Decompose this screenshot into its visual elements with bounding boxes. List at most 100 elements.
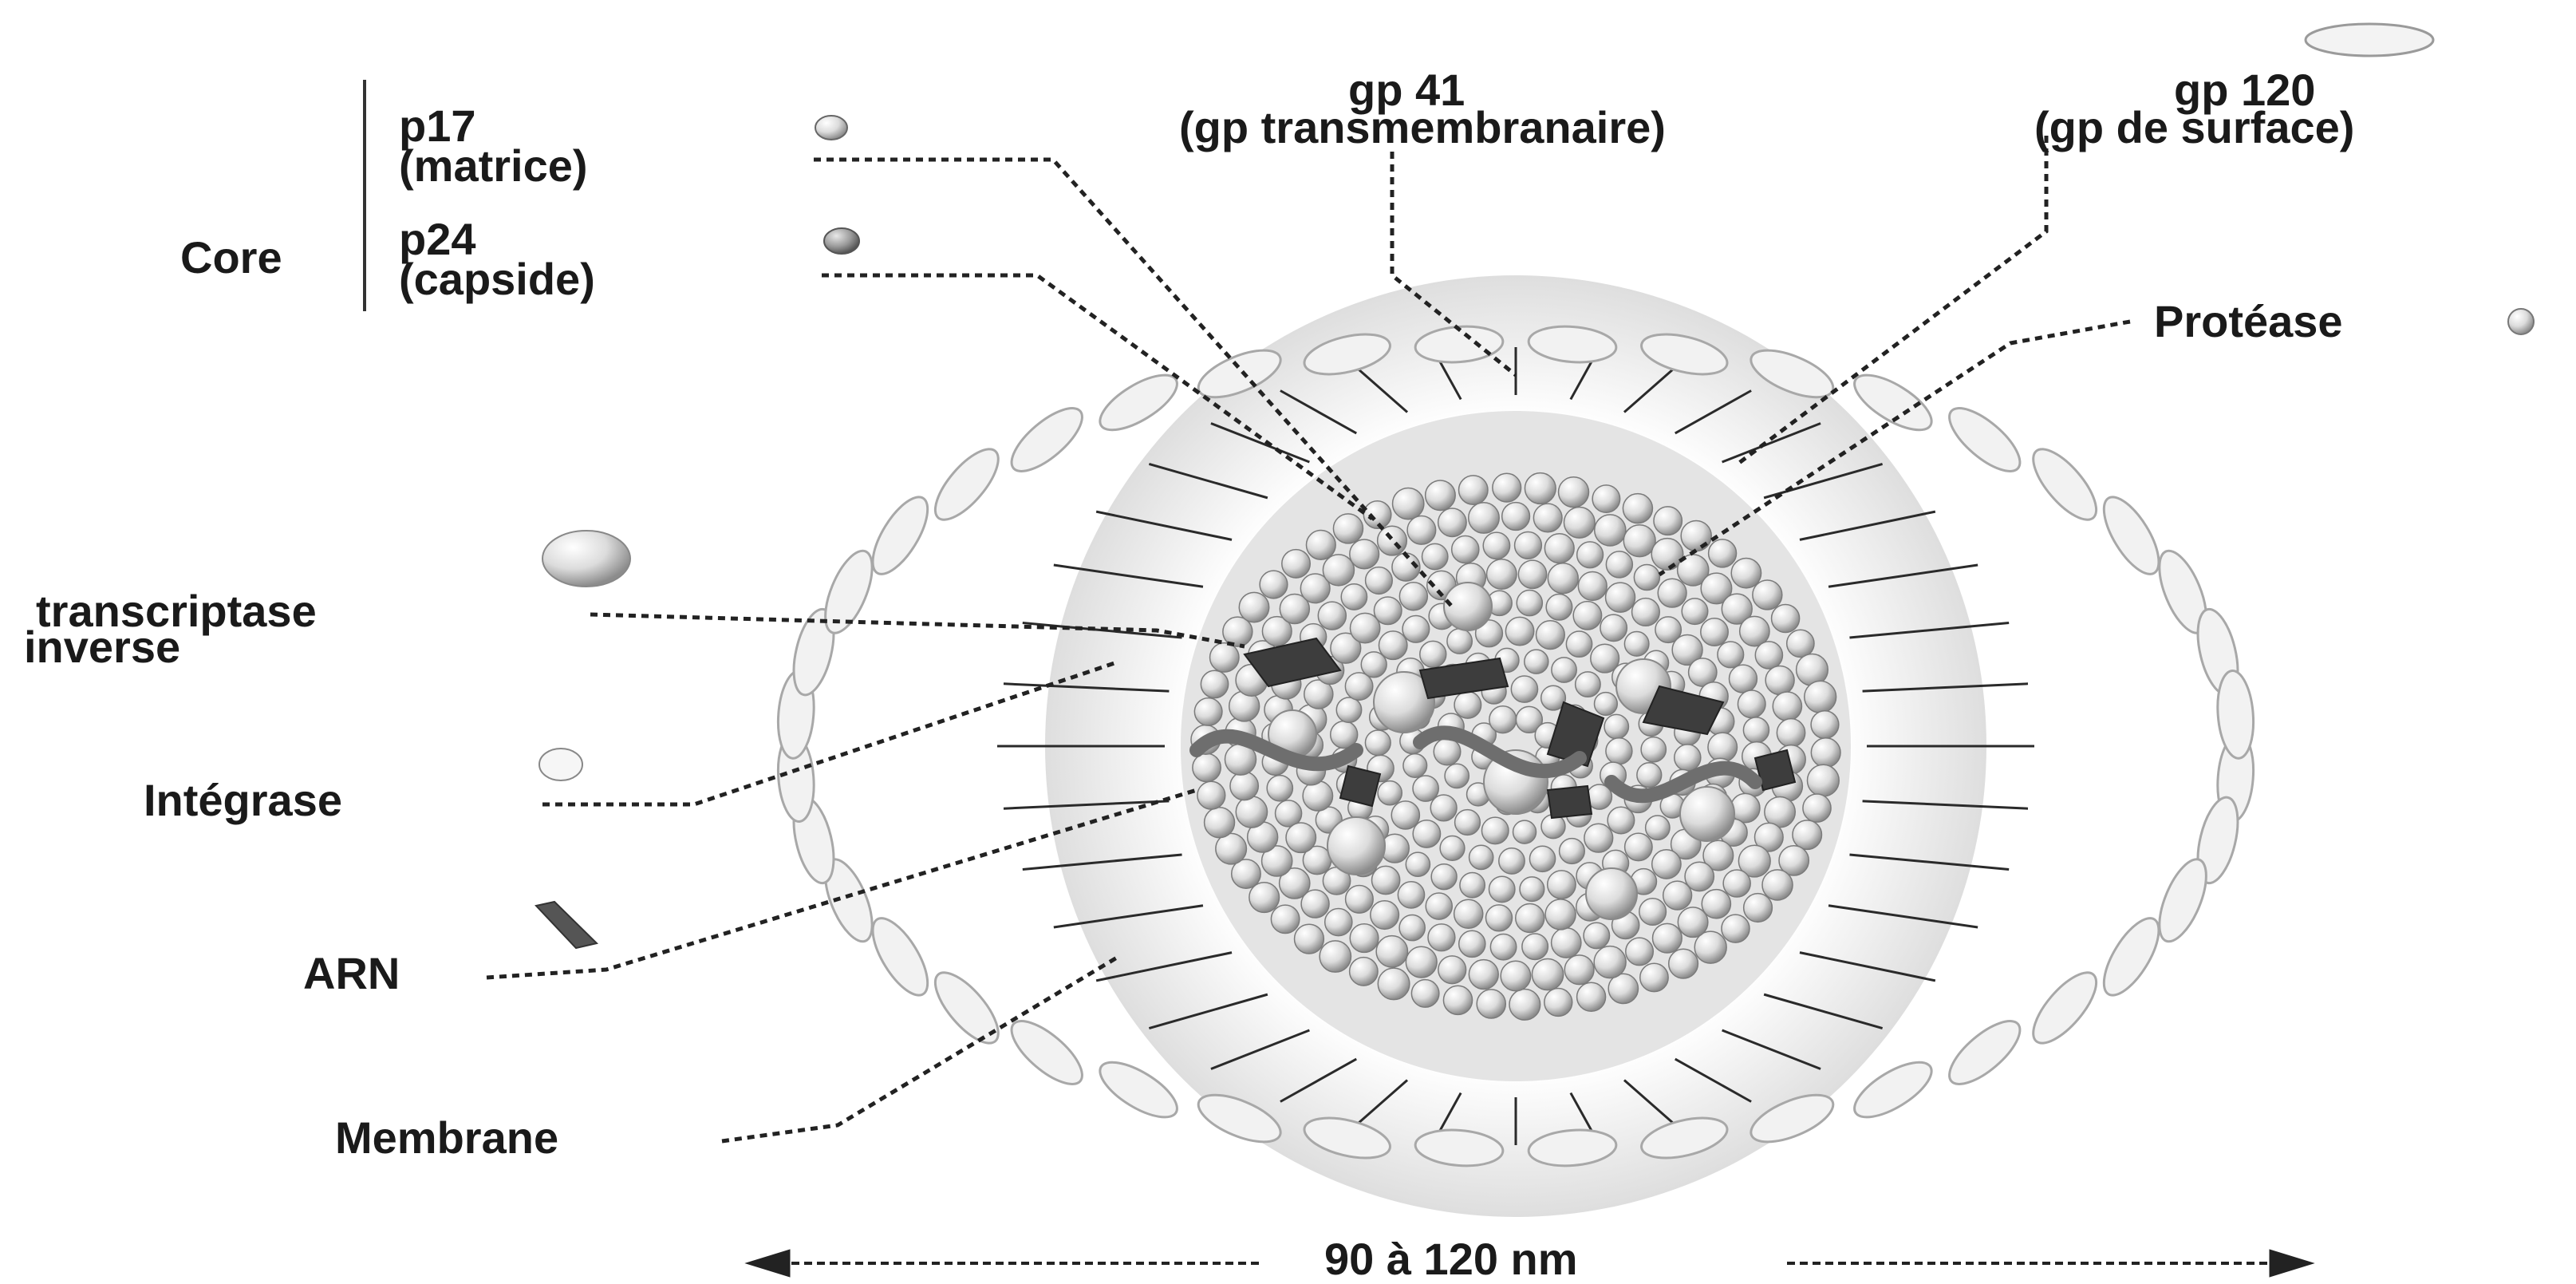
capsid-sphere [1584,824,1613,852]
capsid-sphere [1623,525,1655,557]
capsid-sphere [1363,501,1391,528]
capsid-sphere [1592,485,1619,512]
capsid-sphere [1522,934,1548,959]
capsid-sphere [1678,907,1708,938]
capsid-sphere [1626,938,1654,966]
capsid-sphere [1239,592,1268,622]
capsid-sphere [1584,923,1609,948]
capsid-sphere [1723,870,1750,897]
capsid-sphere [1490,934,1516,959]
transcriptase-icon [542,531,630,587]
capsid-sphere [1516,904,1544,933]
gp120-desc-label: (gp de surface) [2034,105,2354,150]
gp41-desc-label: (gp transmembranaire) [1179,105,1666,150]
capsid-sphere [1533,504,1562,532]
protease-label: Protéase [2154,299,2343,344]
capsid-sphere [1378,526,1407,555]
capsid-sphere [1560,839,1585,864]
capsid-sphere [1702,890,1730,919]
capsid-sphere [1632,599,1660,626]
capsid-sphere [1194,698,1222,726]
capsid-sphere [1481,817,1509,844]
integrase-icon [539,749,582,780]
capsid-sphere [1773,692,1801,721]
capsid-sphere [1267,776,1292,801]
capsid-sphere [1447,629,1472,654]
capsid-sphere [1365,730,1391,756]
capsid-sphere [1459,930,1485,957]
gp120-oval [2093,489,2169,583]
capsid-sphere [1422,543,1448,569]
capsid-sphere [1440,836,1465,860]
capsid-sphere [1772,604,1800,632]
capsid-sphere [1743,717,1769,743]
capsid-sphere [1805,681,1836,713]
capsid-sphere [1513,820,1537,843]
capsid-sphere [1606,583,1635,612]
capsid-sphere [1509,990,1540,1021]
dark-protein [1340,766,1380,806]
capsid-sphere [1336,697,1361,722]
capsid-sphere [1511,676,1537,702]
capsid-sphere [1525,473,1556,504]
capsid-sphere [1577,542,1604,568]
capsid-sphere [1573,602,1601,630]
matrix-protein-icon [815,116,847,140]
capsid-sphere [1378,781,1402,805]
protease-icon [2508,309,2534,334]
capsid-sphere [1402,615,1430,642]
capsid-sphere [1320,941,1351,972]
capsid-sphere [1669,949,1698,978]
capsid-sphere [1663,881,1692,910]
capsid-sphere [1624,632,1649,657]
capsid-sphere [1323,555,1354,586]
capsid-sphere [1517,591,1542,616]
capsid-sphere [1406,852,1430,876]
capsid-sphere [1460,873,1485,898]
capsid-sphere [1811,738,1840,768]
capsid-sphere [1499,848,1525,874]
capsid-sphere [1411,980,1438,1007]
capsid-sphere [1709,539,1737,567]
capsid-sphere [1681,520,1711,551]
capsid-sphere [1399,915,1425,940]
capsid-sphere [1459,476,1488,504]
capsid-sphere [1286,823,1316,852]
dark-protein [1548,786,1592,818]
capsid-sphere [1230,772,1258,800]
capsid-sphere [1413,820,1440,847]
capsid-sphere [1675,745,1701,771]
capsid-sphere [1606,551,1632,578]
capsid-sphere [1515,531,1542,559]
capsid-sphere [1430,795,1457,821]
capsid-sphere [1428,924,1455,951]
capsid-sphere [1350,924,1379,953]
capsid-sphere [1210,643,1239,672]
capsid-sphere [1722,915,1750,942]
capsid-sphere [1445,764,1469,788]
capsid-sphere [1738,690,1765,717]
capsid-sphere [1341,584,1367,610]
gp120-oval [1002,1011,1091,1095]
capsid-sphere [1646,816,1670,840]
gp120-oval [2023,440,2107,529]
capsid-sphere [1413,776,1438,801]
gp120-oval [862,910,938,1003]
capsid-sphere [1374,597,1401,624]
capsid-sphere [1546,595,1572,621]
capsid-sphere [1303,781,1332,811]
large-sphere [1444,583,1492,630]
large-sphere [1327,817,1385,875]
capsid-sphere [1637,763,1662,788]
capsid-sphere [1518,560,1546,588]
capsid-sphere [1731,558,1761,587]
gp120-icon [2306,24,2433,56]
capsid-sphere [1398,882,1424,908]
capsid-sphere [1525,650,1548,674]
capsid-sphere [1529,846,1555,871]
capsid-sphere [1658,579,1686,607]
capsid-sphere [1483,532,1509,559]
gp120-oval [2023,963,2107,1053]
capsid-sphere [1282,550,1310,578]
capsid-sphere [1708,733,1738,762]
